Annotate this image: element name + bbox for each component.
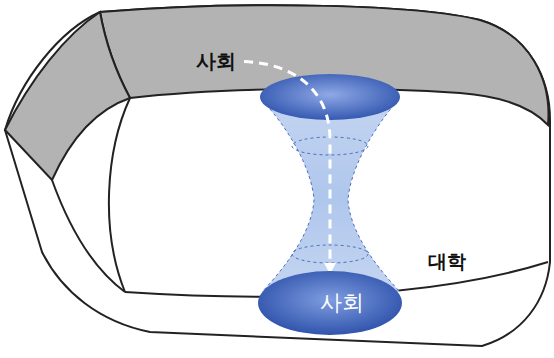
band-twist	[5, 12, 130, 180]
ellipse-fill	[258, 271, 402, 335]
node-text: 사회	[320, 288, 364, 318]
band-outline	[5, 5, 550, 346]
band-label: 대학	[428, 249, 466, 275]
top-ellipse	[260, 74, 400, 120]
ellipse-node: 사회	[257, 270, 403, 336]
text-node: 사회	[190, 46, 242, 77]
wormhole-edge	[348, 100, 400, 292]
fold-line	[109, 98, 130, 292]
fold-line	[52, 180, 125, 292]
wormhole-edge	[262, 100, 314, 292]
dashed-connector	[244, 62, 330, 275]
node-text: 사회	[196, 48, 236, 75]
